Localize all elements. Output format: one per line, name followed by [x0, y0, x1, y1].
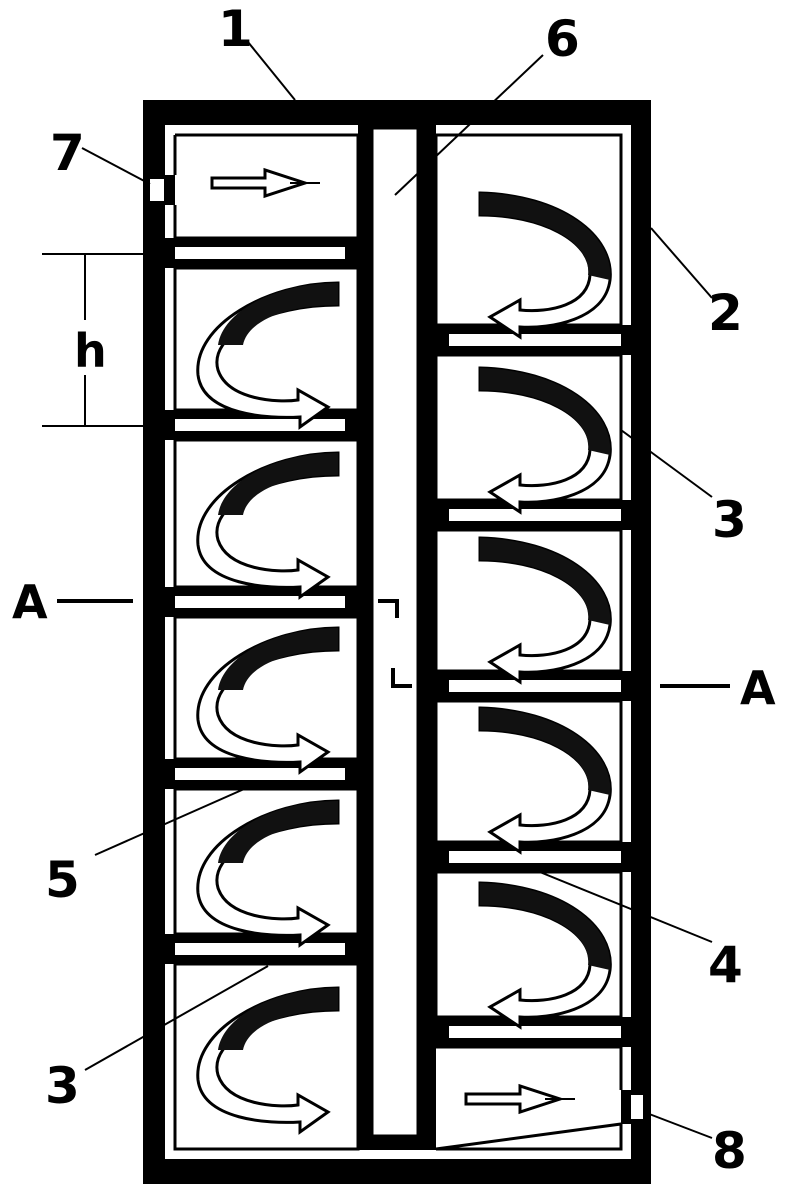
label-center-column: 6 — [545, 10, 580, 68]
label-baffle-right: 3 — [712, 491, 747, 549]
label-right-wall: 2 — [708, 284, 743, 342]
label-baffle-left-bottom: 3 — [45, 1057, 80, 1115]
leader-lines — [81, 41, 713, 1139]
outlet-flow-arrow — [464, 1083, 575, 1115]
label-height: h — [74, 324, 107, 378]
height-dimension — [42, 253, 143, 427]
inlet-port — [143, 175, 175, 205]
label-outlet: 8 — [712, 1122, 747, 1180]
partition-gaps — [175, 247, 621, 1038]
outlet-port — [621, 1090, 651, 1124]
label-outer-shell: 1 — [218, 0, 253, 58]
label-section-right: A — [740, 661, 776, 715]
center-column — [358, 125, 436, 1150]
inlet-flow-arrow — [210, 167, 320, 199]
section-line-marks — [57, 599, 730, 688]
label-section-left: A — [12, 575, 48, 629]
label-right-partition: 4 — [708, 936, 743, 994]
label-inlet: 7 — [50, 124, 85, 182]
label-left-partition: 5 — [45, 851, 80, 909]
